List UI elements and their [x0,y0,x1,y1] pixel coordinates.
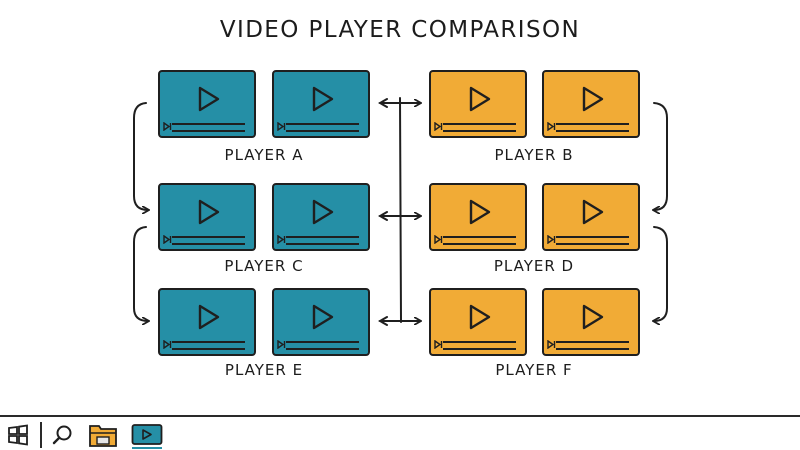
player-d-thumbnail-2[interactable] [542,183,640,251]
progress-bar[interactable] [556,236,629,245]
play-icon[interactable] [467,198,493,226]
skip-icon[interactable] [163,122,172,131]
progress-bar[interactable] [286,236,359,245]
player-f-thumbnail-2[interactable] [542,288,640,356]
play-icon[interactable] [196,198,222,226]
search-icon[interactable] [51,423,75,447]
player-b-label: PLAYER B [494,146,574,164]
player-b-thumbnail-2[interactable] [542,70,640,138]
player-c-thumbnail-2[interactable] [272,183,370,251]
skip-icon[interactable] [277,340,286,349]
play-icon[interactable] [580,303,606,331]
progress-bar[interactable] [172,341,245,350]
progress-bar[interactable] [172,123,245,132]
play-icon[interactable] [310,85,336,113]
player-d-label: PLAYER D [493,257,575,275]
skip-icon[interactable] [547,235,556,244]
player-f-label: PLAYER F [495,361,573,379]
center-vertical-line [399,97,402,323]
player-e-thumbnail-1[interactable] [158,288,256,356]
taskbar [0,415,800,450]
play-icon[interactable] [196,303,222,331]
connector-arrows [133,97,668,326]
windows-start-icon[interactable] [7,424,29,446]
taskbar-separator [40,422,42,448]
skip-icon[interactable] [547,340,556,349]
player-c-label: PLAYER C [224,257,304,275]
skip-icon[interactable] [434,122,443,131]
skip-icon[interactable] [547,122,556,131]
progress-bar[interactable] [443,341,516,350]
player-b-thumbnail-1[interactable] [429,70,527,138]
progress-bar[interactable] [286,123,359,132]
skip-icon[interactable] [163,235,172,244]
progress-bar[interactable] [556,123,629,132]
skip-icon[interactable] [434,235,443,244]
file-explorer-icon[interactable] [88,422,118,448]
skip-icon[interactable] [163,340,172,349]
play-icon[interactable] [580,198,606,226]
player-e-thumbnail-2[interactable] [272,288,370,356]
progress-bar[interactable] [556,341,629,350]
left-bracket-arrow-c-e [133,226,148,321]
player-c-thumbnail-1[interactable] [158,183,256,251]
play-icon[interactable] [310,303,336,331]
skip-icon[interactable] [434,340,443,349]
progress-bar[interactable] [172,236,245,245]
skip-icon[interactable] [277,235,286,244]
progress-bar[interactable] [286,341,359,350]
video-player-app-icon[interactable] [131,423,163,449]
play-icon[interactable] [467,85,493,113]
progress-bar[interactable] [443,123,516,132]
left-bracket-arrow-a-c [133,102,148,210]
right-bracket-arrow-b-d [654,102,668,210]
player-a-thumbnail-1[interactable] [158,70,256,138]
player-d-thumbnail-1[interactable] [429,183,527,251]
player-e-label: PLAYER E [224,361,304,379]
player-f-thumbnail-1[interactable] [429,288,527,356]
play-icon[interactable] [310,198,336,226]
comparison-diagram: PLAYER A PLAYER B PLAYER C PLAYER D PLAY… [133,70,668,379]
play-icon[interactable] [580,85,606,113]
page-title: VIDEO PLAYER COMPARISON [219,17,581,43]
skip-icon[interactable] [277,122,286,131]
player-a-thumbnail-2[interactable] [272,70,370,138]
player-a-label: PLAYER A [224,146,304,164]
progress-bar[interactable] [443,236,516,245]
play-icon[interactable] [196,85,222,113]
play-icon[interactable] [467,303,493,331]
right-bracket-arrow-d-f [654,226,668,321]
